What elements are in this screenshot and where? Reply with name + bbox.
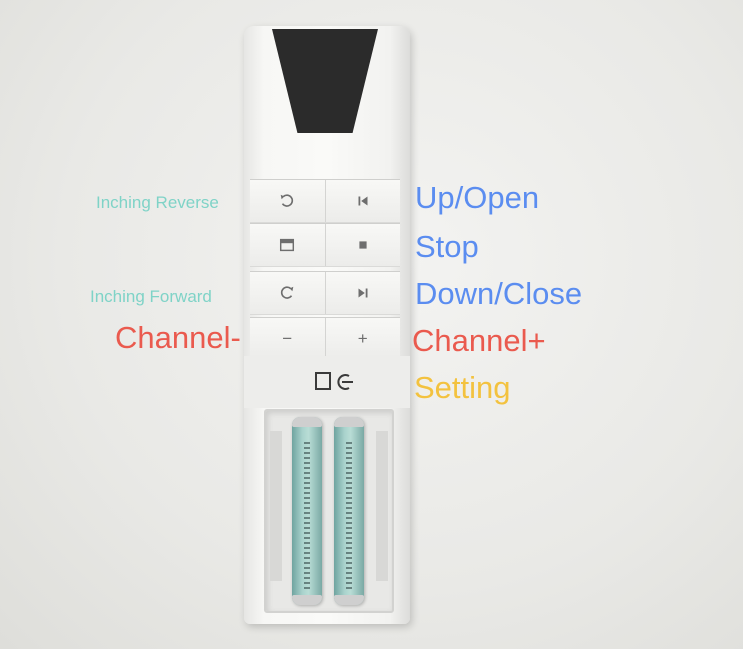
channel-plus-button[interactable]: +: [325, 318, 400, 360]
skip-back-icon: [358, 196, 368, 206]
down-close-button[interactable]: [325, 272, 400, 314]
inching-reverse-button[interactable]: [250, 180, 326, 222]
button-row-4: − +: [250, 317, 400, 361]
remote-display: [272, 29, 378, 133]
window-icon: [280, 238, 295, 252]
inching-reverse-icon: [280, 194, 294, 207]
minus-icon: −: [282, 329, 293, 348]
button-row-2: [250, 223, 400, 267]
inching-forward-icon: [281, 286, 294, 299]
window-button[interactable]: [250, 224, 326, 266]
battery-clip: [270, 431, 282, 581]
stop-square-icon: [359, 241, 367, 249]
stop-label: Stop: [415, 229, 479, 264]
setting-label: Setting: [414, 370, 511, 405]
inching-reverse-label: Inching Reverse: [96, 193, 219, 212]
down-close-label: Down/Close: [415, 276, 583, 311]
setting-area: [244, 356, 410, 408]
battery: [334, 417, 364, 605]
button-row-3: [250, 271, 400, 315]
inching-forward-button[interactable]: [250, 272, 326, 314]
inching-forward-label: Inching Forward: [90, 287, 212, 306]
button-row-1: [250, 179, 400, 223]
setting-button-icon[interactable]: [315, 371, 355, 393]
plus-icon: +: [357, 329, 368, 348]
battery: [292, 417, 322, 605]
skip-forward-icon: [358, 288, 368, 298]
channel-minus-button[interactable]: −: [250, 318, 326, 360]
channel-minus-label: Channel-: [115, 320, 241, 355]
up-open-button[interactable]: [325, 180, 400, 222]
remote-control: − +: [244, 26, 410, 624]
battery-compartment: [264, 409, 394, 613]
channel-plus-label: Channel+: [412, 323, 546, 358]
up-open-label: Up/Open: [415, 180, 540, 215]
stop-button[interactable]: [325, 224, 400, 266]
battery-clip: [376, 431, 388, 581]
